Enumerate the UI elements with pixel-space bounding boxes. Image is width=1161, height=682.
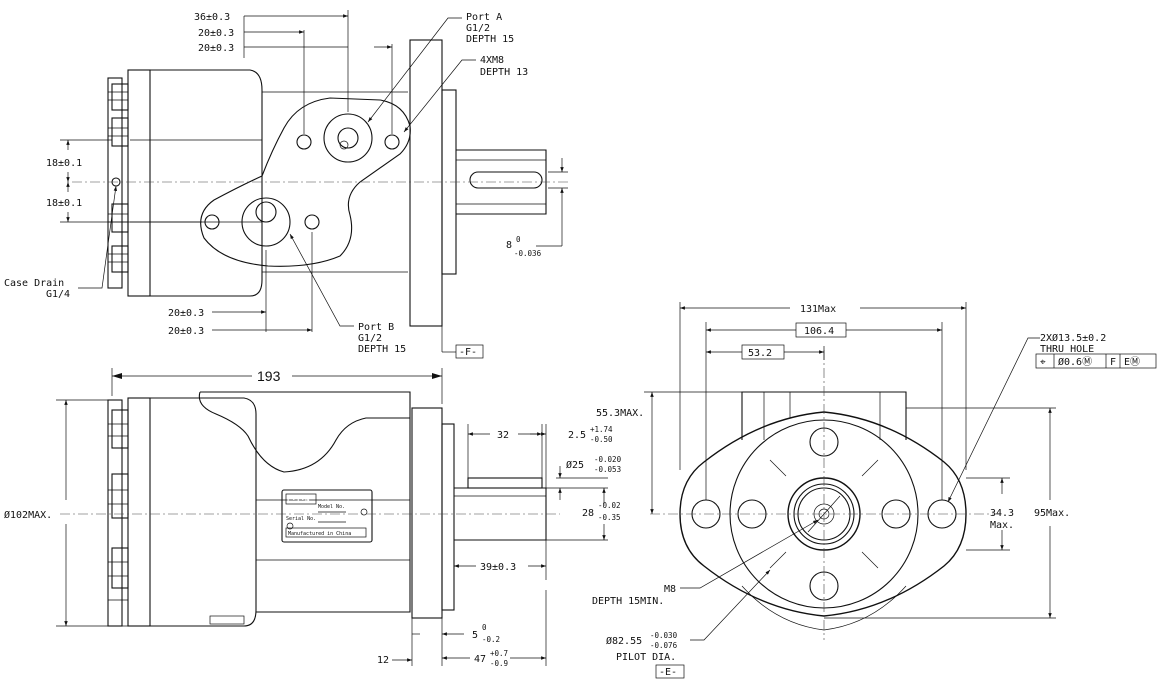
tol-25-up: +1.74 <box>590 425 613 434</box>
dim-55: 55.3MAX. <box>596 408 644 419</box>
dim-47-low: -0.9 <box>490 659 508 668</box>
side-body <box>127 391 411 627</box>
dim-47-up: +0.7 <box>490 649 508 658</box>
dim-12: 12 <box>377 655 389 666</box>
m8-1: 4XM8 <box>480 55 504 66</box>
max-a: Max. <box>990 520 1014 531</box>
case-drain-1: Case Drain <box>4 278 64 289</box>
label-serial: Serial No. <box>286 516 316 522</box>
top-dimensions <box>60 10 568 353</box>
side-nameplate <box>281 489 373 543</box>
fcf-symbol: ⌖ <box>1040 357 1046 368</box>
key-main: 8 <box>506 240 512 251</box>
top-flange-shaft <box>409 39 547 327</box>
dim-32: 32 <box>497 430 509 441</box>
holes-1: 2XØ13.5±0.2 <box>1040 332 1106 344</box>
side-flange-shaft <box>411 407 547 619</box>
datum-e: -E- <box>659 667 677 678</box>
pilot-label: PILOT DIA. <box>616 652 676 663</box>
label-model: Model No. <box>318 504 345 510</box>
dim-193: 193 <box>257 368 281 384</box>
dim-20d: 20±0.3 <box>168 326 204 337</box>
front-flange <box>679 391 967 631</box>
dim-39: 39±0.3 <box>480 562 516 573</box>
dim-95: 95Max. <box>1034 508 1070 519</box>
pilot-low: -0.076 <box>650 641 678 650</box>
dim-18a: 18±0.1 <box>46 158 82 169</box>
label-brand: E·T·N <box>287 495 310 504</box>
m8-label-1: M8 <box>664 584 676 595</box>
dim-34: 34.3 <box>990 508 1014 519</box>
top-body <box>111 69 411 297</box>
side-rear-bolts <box>107 399 129 627</box>
key-up: 0 <box>516 235 521 244</box>
tol-25-main: 2.5 <box>568 430 586 441</box>
top-rear-bolts <box>107 77 129 289</box>
m8-label-2: DEPTH 15MIN. <box>592 596 664 607</box>
dim-28-main: 28 <box>582 508 594 519</box>
pilot-up: -0.030 <box>650 631 678 640</box>
shaft-main: Ø25 <box>566 459 584 471</box>
fcf-datum-e: EⓂ <box>1124 356 1140 368</box>
front-dimensions <box>644 302 1056 641</box>
key-low: -0.036 <box>514 249 542 258</box>
port-a-2: G1/2 <box>466 23 490 34</box>
front-view: 131Max 106.4 53.2 55.3MAX. 2XØ13.5±0.2 T… <box>592 302 1157 679</box>
dim-20c: 20±0.3 <box>168 308 204 319</box>
label-made: Manufactured in China <box>288 531 351 537</box>
shaft-low: -0.053 <box>594 465 621 474</box>
dim-131: 131Max <box>800 304 836 315</box>
dim-5-up: 0 <box>482 623 487 632</box>
dim-20a: 20±0.3 <box>198 28 234 39</box>
dim-102: Ø102MAX. <box>4 509 52 521</box>
dim-5-main: 5 <box>472 630 478 641</box>
shaft-up: -0.020 <box>594 455 622 464</box>
port-a-1: Port A <box>466 12 502 23</box>
top-view: 36±0.3 20±0.3 20±0.3 Port A G1/2 DEPTH 1… <box>4 10 570 359</box>
dim-53: 53.2 <box>748 348 772 359</box>
port-a-3: DEPTH 15 <box>466 34 514 45</box>
port-b-1: Port B <box>358 322 394 333</box>
datum-f: -F- <box>459 347 477 358</box>
fcf-datum-f: F <box>1110 357 1116 368</box>
dim-5-low: -0.2 <box>482 635 500 644</box>
fcf-tol: Ø0.6Ⓜ <box>1058 356 1092 368</box>
m8-2: DEPTH 13 <box>480 67 528 78</box>
port-b-3: DEPTH 15 <box>358 344 406 355</box>
pilot-main: Ø82.55 <box>606 635 642 647</box>
dim-28-up: -0.02 <box>598 501 621 510</box>
tol-25-low: -0.50 <box>590 435 613 444</box>
side-dimensions <box>56 368 608 666</box>
dim-18b: 18±0.1 <box>46 198 82 209</box>
side-view: E·T·N Model No. Serial No. Manufactured … <box>4 368 622 668</box>
dim-20b: 20±0.3 <box>198 43 234 54</box>
dim-28-low: -0.35 <box>598 513 621 522</box>
dim-106: 106.4 <box>804 326 834 337</box>
dim-36: 36±0.3 <box>194 12 230 23</box>
holes-2: THRU HOLE <box>1040 344 1094 355</box>
port-b-2: G1/2 <box>358 333 382 344</box>
dim-47-main: 47 <box>474 654 486 665</box>
case-drain-2: G1/4 <box>46 289 70 300</box>
